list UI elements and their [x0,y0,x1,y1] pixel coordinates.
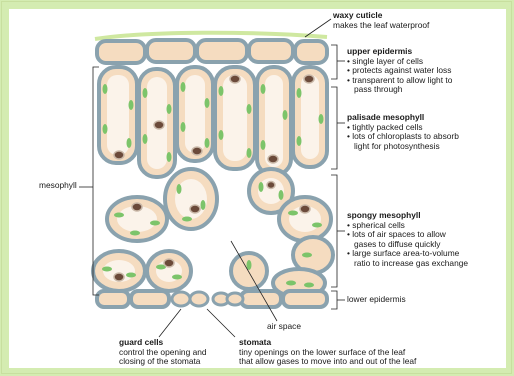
guard-cells-label: guard cells control the opening and clos… [119,338,207,367]
upper-epidermis-cell [249,40,293,62]
upper-epidermis-cell [197,40,247,62]
lower-epidermis-cell [283,291,327,307]
lower-epidermis-label: lower epidermis [347,295,406,305]
lower-epidermis-cell [131,291,169,307]
palisade-cells [99,67,327,177]
guard-cells [172,292,243,306]
palisade-mesophyll-label: palisade mesophyll tightly packed cells … [347,113,459,151]
spongy-cell [231,253,267,289]
spongy-mesophyll-label: spongy mesophyll spherical cells lots of… [347,211,468,269]
upper-epidermis-cell [147,40,195,62]
upper-epidermis-cell [97,41,145,63]
diagram-panel: waxy cuticle makes the leaf waterproof u… [9,9,506,368]
upper-epidermis-cell [295,41,327,63]
upper-epidermis-cells [97,40,327,63]
lower-epidermis-cell [97,291,129,307]
stomata-label: stomata tiny openings on the lower surfa… [239,338,416,367]
waxy-cuticle-label: waxy cuticle makes the leaf waterproof [333,11,429,30]
upper-epidermis-label: upper epidermis single layer of cells pr… [347,47,452,95]
mesophyll-label: mesophyll [39,181,77,191]
air-space-label: air space [267,322,301,332]
